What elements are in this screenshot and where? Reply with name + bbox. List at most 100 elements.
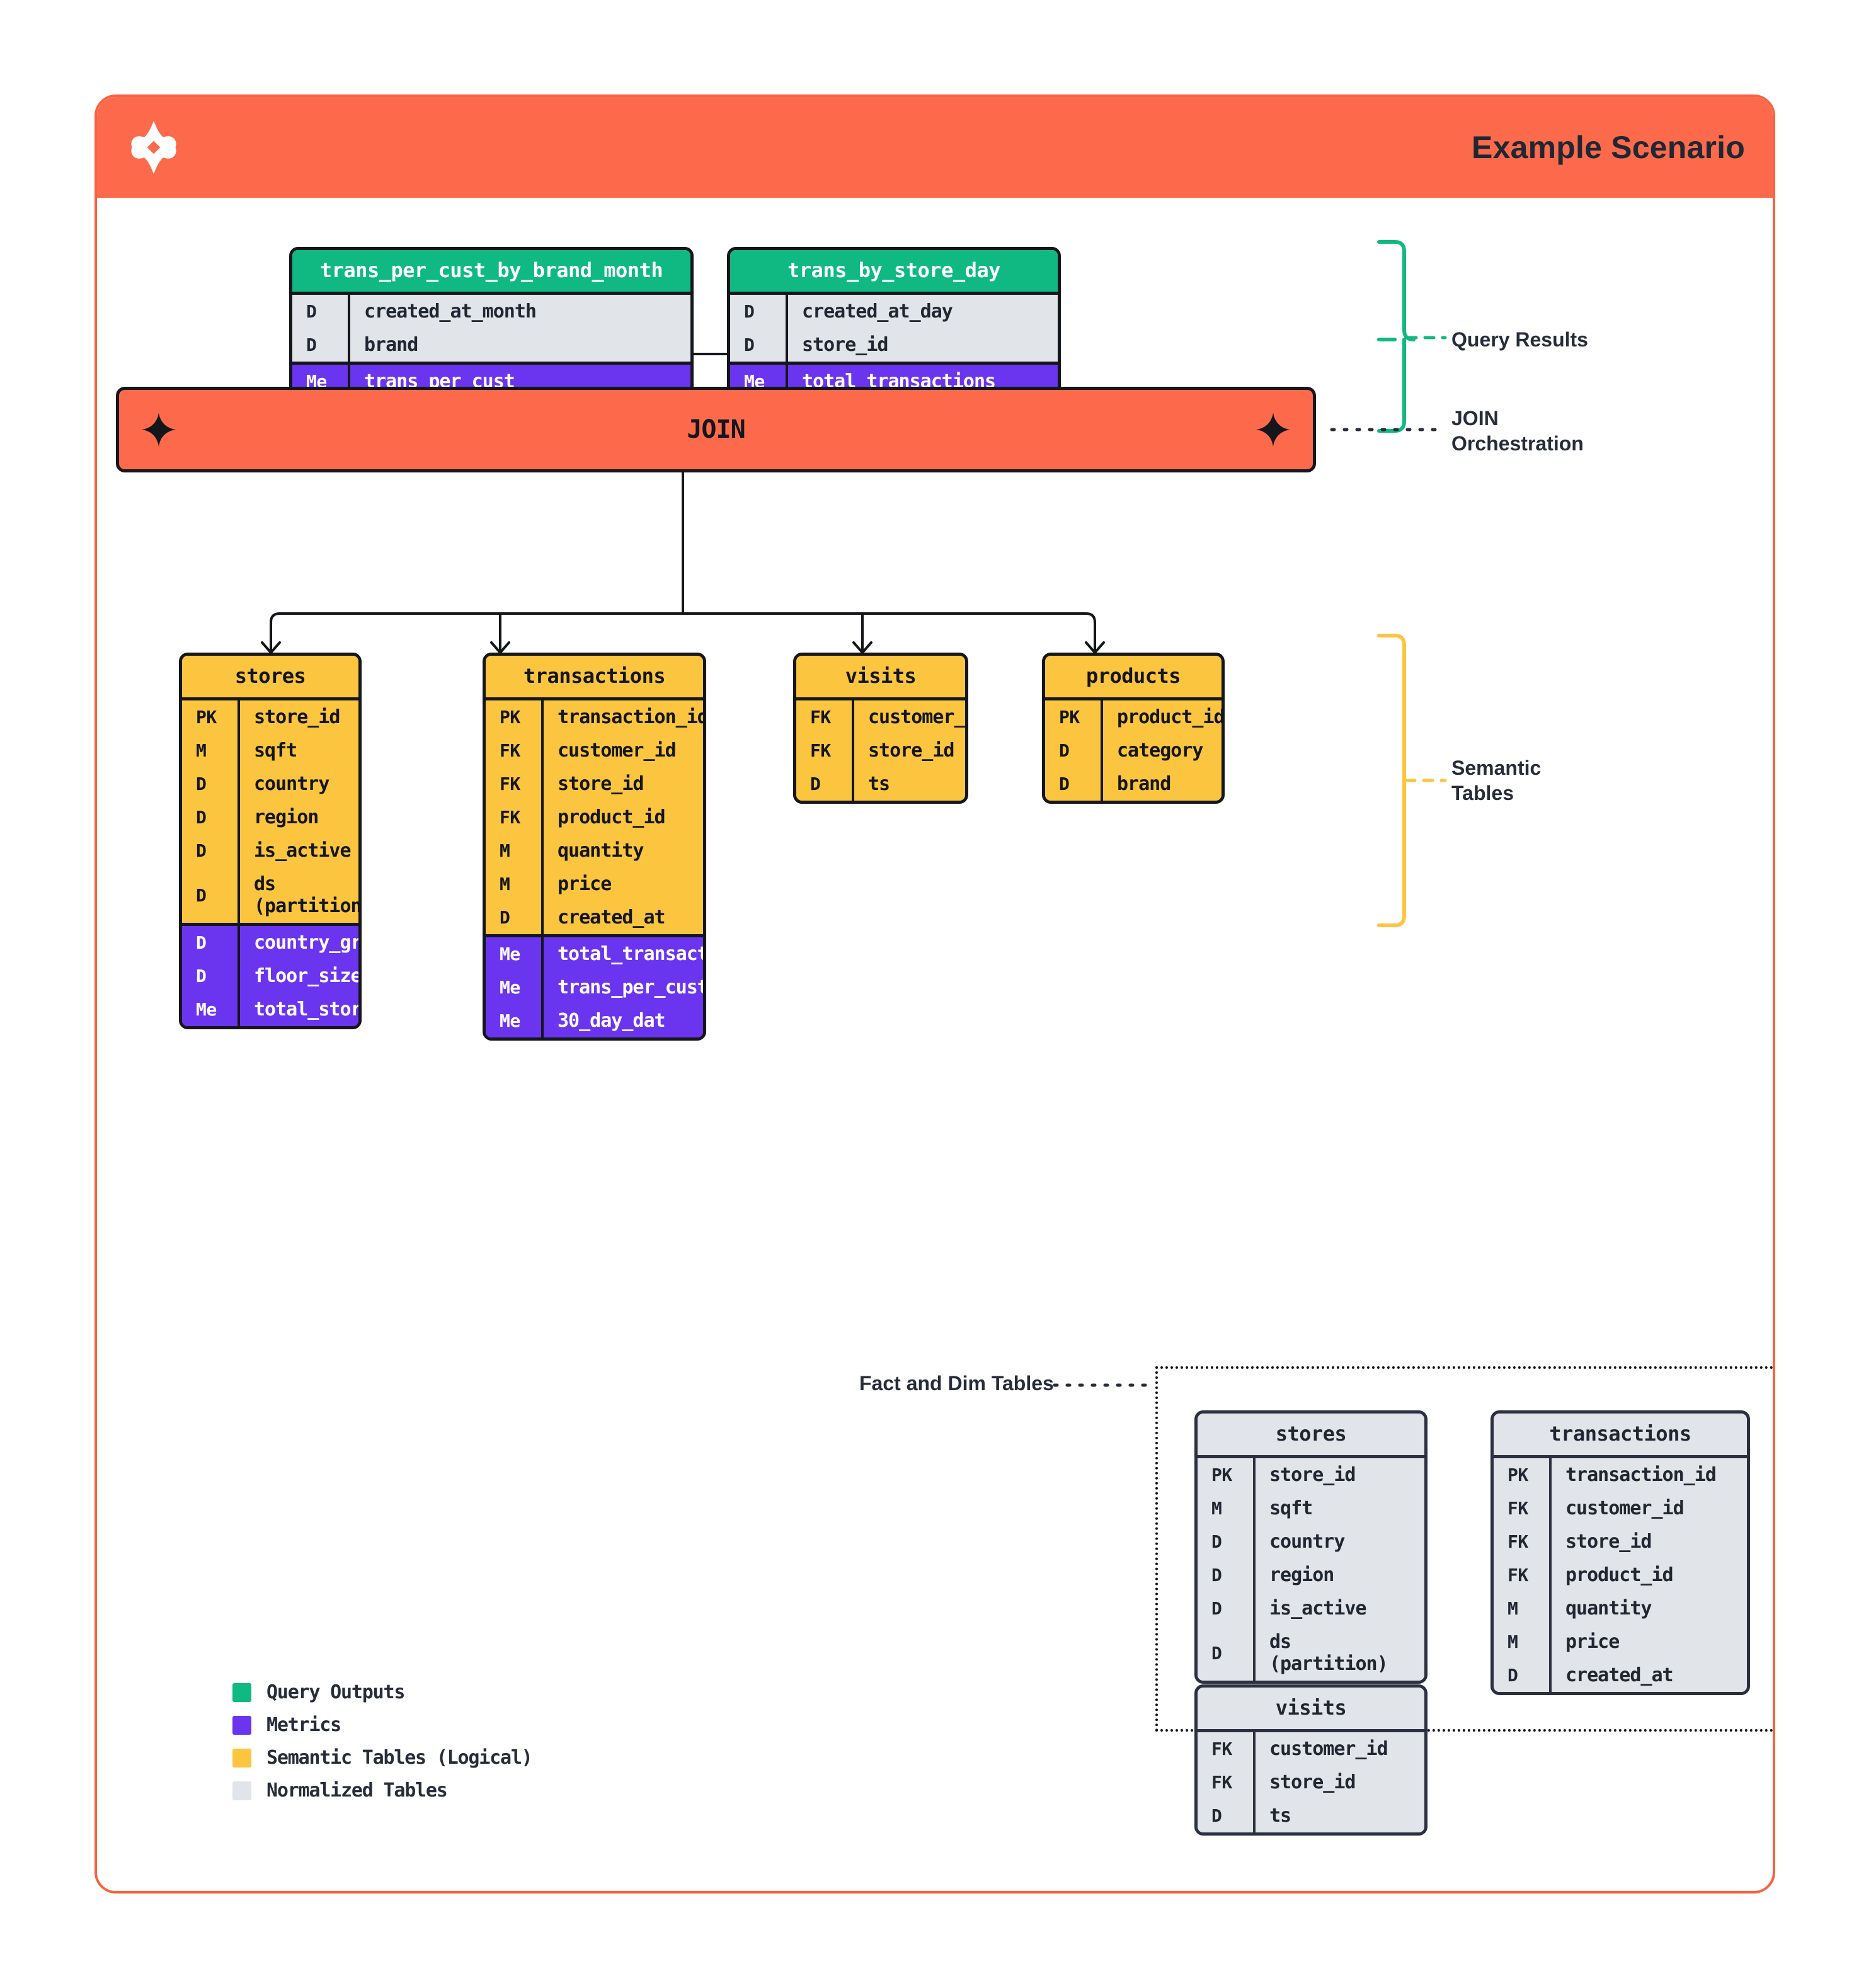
column-field: customer_id	[1253, 1732, 1424, 1766]
legend-item-query-outputs: Query Outputs	[232, 1681, 532, 1703]
column-field: ts	[852, 767, 965, 801]
column-field: total_stores	[237, 993, 358, 1026]
column-kind: FK	[1508, 1565, 1528, 1585]
diagram-canvas: trans_per_cust_by_brand_month D created_…	[97, 198, 1773, 1891]
fact-and-dim-group-box	[1155, 1366, 1773, 1732]
annotation-fact-and-dim-tables: Fact and Dim Tables	[859, 1372, 1054, 1395]
column-kind: FK	[810, 707, 831, 728]
example-scenario-card: Example Scenario	[94, 94, 1775, 1894]
annotation-semantic-tables: Semantic Tables	[1451, 755, 1541, 806]
column-kind: D	[196, 840, 207, 861]
column-kind: M	[500, 840, 510, 861]
table-title: visits	[1275, 1696, 1347, 1720]
query-result-table-trans-by-store-day[interactable]: trans_by_store_day D created_at_day D st…	[727, 247, 1061, 401]
join-orchestration-node[interactable]: JOIN	[116, 387, 1316, 472]
column-kind: Me	[500, 944, 520, 964]
dimension-section: D created_at_day D store_id	[730, 292, 1058, 362]
column-kind: D	[196, 774, 207, 794]
page-title: Example Scenario	[1472, 130, 1745, 165]
table-row: D created_at_day	[730, 295, 1058, 328]
column-kind: D	[196, 932, 207, 953]
column-field: transaction_id	[1549, 1458, 1747, 1492]
column-kind: M	[1211, 1498, 1222, 1519]
column-kind: PK	[1508, 1465, 1528, 1485]
table-title: trans_by_store_day	[730, 250, 1058, 292]
column-kind: D	[196, 966, 207, 986]
column-field: store_id	[541, 767, 703, 801]
column-field: region	[237, 801, 358, 834]
sparkle-icon	[1256, 413, 1290, 447]
sparkle-icon	[142, 413, 176, 447]
column-field: is_active	[1253, 1592, 1424, 1625]
column-field: is_active	[237, 834, 358, 867]
column-kind: D	[1059, 740, 1070, 761]
column-kind: M	[1508, 1631, 1518, 1652]
column-kind: FK	[1211, 1772, 1232, 1793]
column-kind: D	[306, 301, 317, 322]
table-title: transactions	[486, 656, 703, 697]
column-kind: D	[810, 774, 821, 794]
legend-item-metrics: Metrics	[232, 1714, 532, 1736]
legend-label: Query Outputs	[266, 1681, 405, 1703]
table-title: stores	[182, 656, 358, 697]
column-kind: Me	[196, 999, 217, 1020]
column-kind: FK	[810, 740, 831, 761]
column-kind: M	[196, 740, 207, 761]
column-kind: Me	[500, 977, 520, 998]
column-field: ds (partition)	[237, 867, 358, 923]
annotation-query-results: Query Results	[1451, 328, 1588, 351]
table-title: visits	[796, 656, 965, 697]
column-field: sqft	[1253, 1492, 1424, 1525]
column-kind: D	[744, 334, 755, 355]
column-kind: D	[1508, 1665, 1518, 1686]
legend-swatch	[232, 1781, 251, 1800]
column-kind: M	[1508, 1598, 1518, 1619]
column-field: ds (partition)	[1253, 1625, 1424, 1681]
column-field: product_id	[1549, 1558, 1747, 1592]
column-field: product_id	[1101, 700, 1222, 734]
legend-item-normalized-tables: Normalized Tables	[232, 1779, 532, 1802]
column-field: created_at_day	[786, 295, 1058, 328]
table-row: FK product_id	[1494, 1558, 1747, 1592]
table-row: PK transaction_id	[1494, 1458, 1747, 1492]
column-kind: FK	[1508, 1531, 1528, 1552]
column-field: created_at_month	[348, 295, 690, 328]
column-field: product_id	[541, 801, 703, 834]
annotation-join-line2: Orchestration	[1451, 432, 1584, 455]
column-kind: PK	[500, 707, 520, 728]
column-field: country	[237, 767, 358, 801]
table-row: D store_id	[730, 328, 1058, 362]
query-result-table-trans-per-cust-by-brand-month[interactable]: trans_per_cust_by_brand_month D created_…	[289, 247, 694, 401]
column-field: quantity	[541, 834, 703, 867]
legend-label: Semantic Tables (Logical)	[266, 1747, 533, 1769]
